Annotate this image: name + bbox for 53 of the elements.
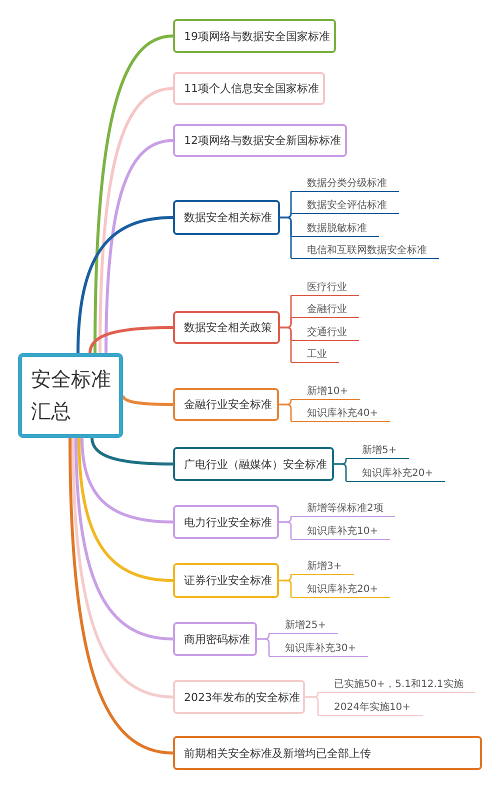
connector <box>334 463 347 482</box>
leaf-topic: 知识库补充40+ <box>291 406 390 422</box>
connector <box>68 438 174 754</box>
branch-topic: 电力行业安全标准 <box>173 505 279 539</box>
connector <box>80 438 174 524</box>
connector <box>98 87 174 354</box>
connector <box>74 438 174 640</box>
connector <box>280 326 292 362</box>
leaf-topic: 数据安全评估标准 <box>291 198 399 214</box>
connector <box>94 34 174 354</box>
branch-topic: 11项个人信息安全国家标准 <box>173 72 325 105</box>
leaf-topic: 电信和互联网数据安全标准 <box>291 243 439 259</box>
connector <box>257 638 270 656</box>
branch-topic: 数据安全相关政策 <box>173 311 280 344</box>
connector <box>78 438 174 582</box>
branch-topic: 数据安全相关标准 <box>173 200 280 235</box>
leaf-topic: 交通行业 <box>291 325 359 341</box>
central-topic: 安全标准汇总 <box>18 353 123 438</box>
branch-topic: 前期相关安全标准及新增均已全部上传 <box>173 736 482 770</box>
connector <box>88 326 174 354</box>
branch-topic: 金融行业安全标准 <box>173 388 279 421</box>
connector <box>122 395 174 406</box>
connector <box>280 216 292 258</box>
leaf-topic: 新增3+ <box>291 559 354 575</box>
connector <box>72 438 174 698</box>
connector <box>279 404 292 422</box>
connector <box>76 216 174 354</box>
connector <box>104 139 174 354</box>
leaf-topic: 新增10+ <box>291 384 360 400</box>
branch-topic: 2023年发布的安全标准 <box>173 680 305 714</box>
leaf-topic: 金融行业 <box>291 302 359 318</box>
leaf-topic: 工业 <box>291 347 339 363</box>
leaf-topic: 新增等保标准2项 <box>291 501 396 517</box>
branch-topic: 广电行业（融媒体）安全标准 <box>173 447 334 481</box>
leaf-topic: 新增5+ <box>346 443 409 459</box>
leaf-topic: 2024年实施10+ <box>318 700 423 716</box>
branch-topic: 证券行业安全标准 <box>173 563 279 598</box>
connector <box>90 438 174 466</box>
leaf-topic: 已实施50+，5.1和12.1实施 <box>318 677 476 693</box>
leaf-topic: 新增25+ <box>269 618 338 634</box>
leaf-topic: 知识库补充10+ <box>291 524 390 540</box>
connector <box>279 580 292 598</box>
leaf-topic: 知识库补充20+ <box>291 582 390 598</box>
leaf-topic: 知识库补充30+ <box>269 641 368 657</box>
connector <box>305 696 319 716</box>
leaf-topic: 知识库补充20+ <box>346 466 446 482</box>
connector <box>279 521 292 540</box>
leaf-topic: 数据分类分级标准 <box>291 176 399 192</box>
leaf-topic: 数据脱敏标准 <box>291 221 379 237</box>
branch-topic: 12项网络与数据安全新国标标准 <box>173 124 347 157</box>
leaf-topic: 医疗行业 <box>291 280 359 296</box>
branch-topic: 19项网络与数据安全国家标准 <box>173 19 336 53</box>
branch-topic: 商用密码标准 <box>173 622 257 656</box>
